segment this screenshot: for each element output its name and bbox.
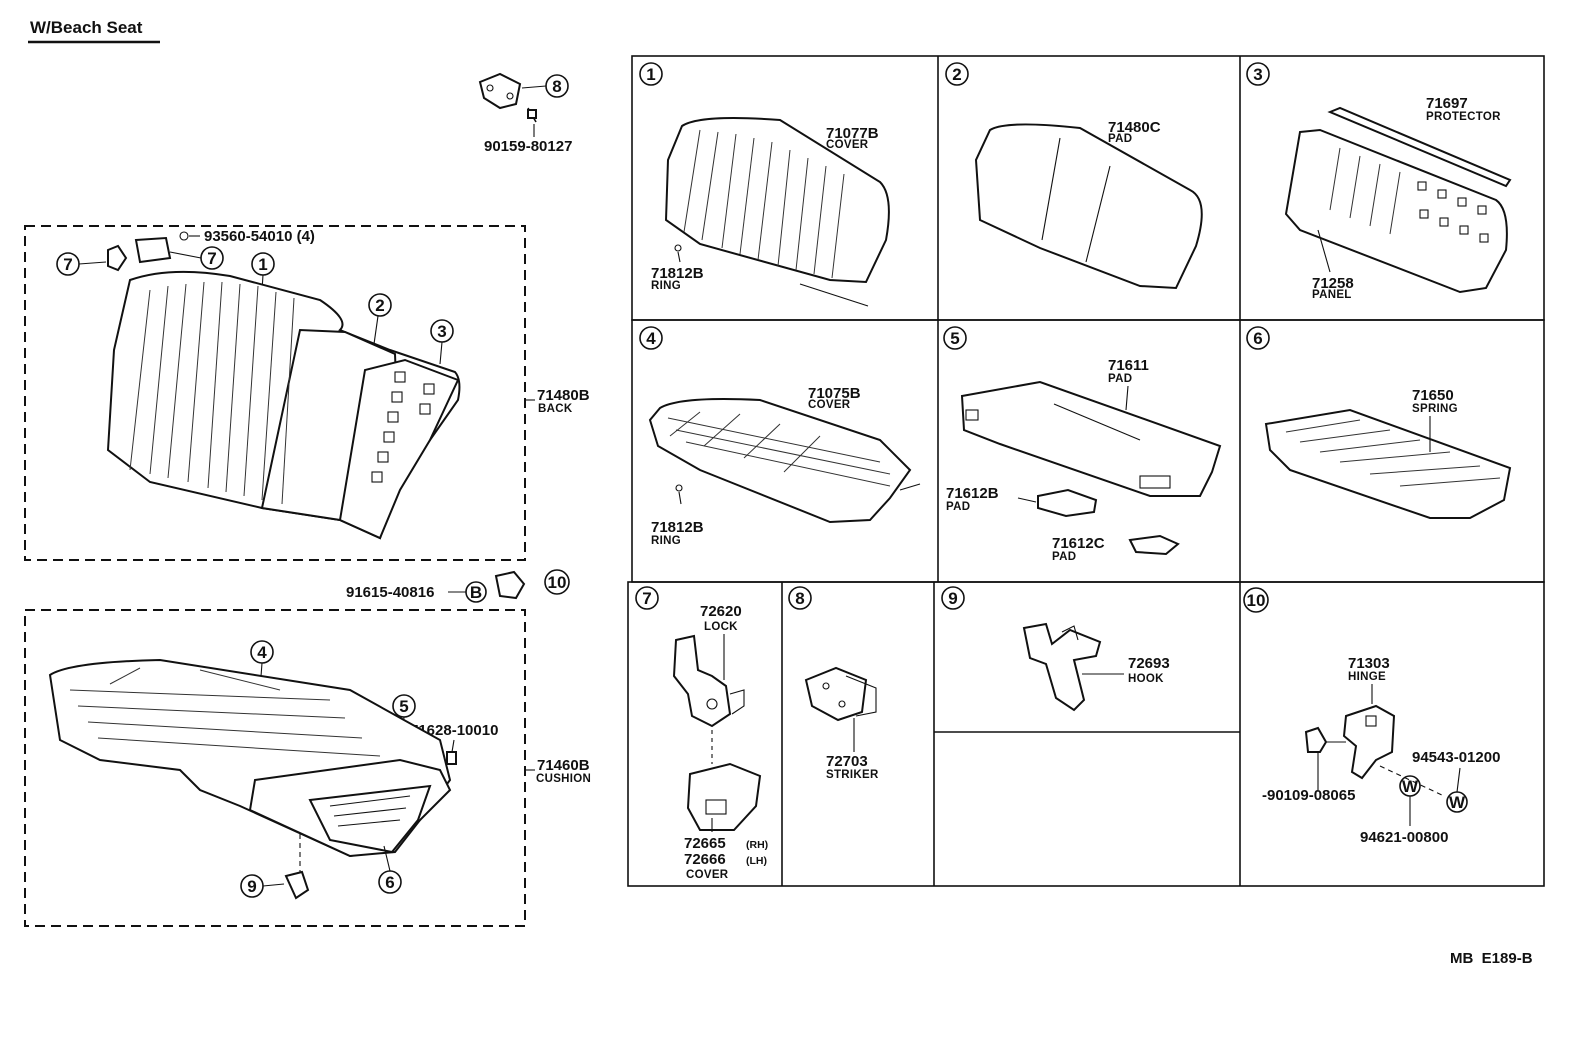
small-pad-illustration (1037, 488, 1098, 518)
cell-5-id: 5 (950, 329, 959, 348)
cell-10-part-71303: 71303 (1348, 655, 1390, 672)
cell-10-part-94543-01200: 94543-01200 (1412, 749, 1500, 766)
callout-10: 10 (548, 573, 567, 592)
label-cushion: CUSHION (536, 773, 591, 785)
cell-3-id: 3 (1253, 65, 1262, 84)
part-71480B: 71480B (537, 387, 590, 404)
small-pad-c-illustration (1128, 534, 1180, 556)
callout-8: 8 (552, 77, 561, 96)
cell-1-id: 1 (646, 65, 655, 84)
seatback-assembly-illustration (106, 270, 461, 540)
cell-10-part-90109-08065: -90109-08065 (1262, 787, 1355, 804)
back-cover-illustration (664, 117, 890, 307)
cushion-pad-illustration (960, 380, 1222, 497)
cell-2-part-71480C: 71480C (1108, 119, 1161, 136)
cell-9-label-hook: HOOK (1128, 673, 1164, 685)
cushion-cover-illustration (648, 398, 921, 524)
cell-3-label-panel: PANEL (1312, 289, 1352, 301)
back-group-box (24, 225, 526, 561)
cushion-group-box (24, 609, 526, 927)
cell-5-part-71611: 71611 (1108, 357, 1149, 374)
cell-1-part-71812B: 71812B (651, 265, 704, 282)
cell-8-id: 8 (795, 589, 804, 608)
cell-9-id: 9 (948, 589, 957, 608)
hinge-small-illustration (494, 570, 526, 600)
cell-3-label-protector: PROTECTOR (1426, 111, 1501, 123)
cell-4-id: 4 (646, 329, 656, 348)
cell-3-part-71258: 71258 (1312, 275, 1354, 292)
cell-2-id: 2 (952, 65, 961, 84)
callout-7b: 7 (207, 249, 216, 268)
parts-grid (627, 55, 1545, 887)
lock-small-illustration (107, 244, 128, 272)
cell-10-label-hinge: HINGE (1348, 671, 1386, 683)
cell-7-part-72665: 72665 (684, 835, 726, 852)
cell-10-part-94621-00800: 94621-00800 (1360, 829, 1448, 846)
cell-8-label-striker: STRIKER (826, 769, 879, 781)
cell-1-label-ring: RING (651, 280, 681, 292)
callout-3: 3 (437, 322, 446, 341)
cell-4-part-71812B: 71812B (651, 519, 704, 536)
striker-illustration (804, 666, 877, 722)
cell-4-part-71075B: 71075B (808, 385, 861, 402)
callout-9: 9 (247, 877, 256, 896)
cover-small-illustration (134, 236, 172, 264)
hook-illustration (1022, 622, 1102, 712)
cell-7-suffix-rh: (RH) (746, 839, 768, 851)
cell-3-part-71697: 71697 (1426, 95, 1468, 112)
part-91615-40816: 91615-40816 (346, 584, 434, 601)
hinge-illustration (1304, 704, 1396, 780)
cell-8-part-72703: 72703 (826, 753, 868, 770)
cell-1-part-71077B: 71077B (826, 125, 879, 142)
cell-5-label-pad: PAD (1108, 373, 1132, 385)
cell-2-label-pad: PAD (1108, 133, 1132, 145)
seat-lock-illustration (672, 634, 762, 831)
cell-7-part-72620: 72620 (700, 603, 742, 620)
seat-cushion-assembly-illustration (48, 658, 452, 858)
striker-small-illustration (478, 72, 537, 123)
cell-6-part-71650: 71650 (1412, 387, 1454, 404)
cell-7-id: 7 (642, 589, 651, 608)
cell-9-part-72693: 72693 (1128, 655, 1170, 672)
part-93560-54010: 93560-54010 (4) (204, 228, 315, 245)
cushion-spring-illustration (1264, 408, 1512, 519)
cell-7-suffix-lh: (LH) (746, 855, 767, 867)
cell-7-part-72666: 72666 (684, 851, 726, 868)
label-back: BACK (538, 403, 573, 415)
callout-2: 2 (375, 296, 384, 315)
cell-7-label-cover: COVER (686, 869, 729, 881)
cell-5-label-pad-b: PAD (946, 501, 970, 513)
part-90159-80127: 90159-80127 (484, 138, 572, 155)
cell-1-label-cover: COVER (826, 139, 869, 151)
cell-4-label-ring: RING (651, 535, 681, 547)
back-pad-illustration (974, 123, 1203, 290)
marker-b: B (470, 583, 482, 602)
cell-5-part-71612C: 71612C (1052, 535, 1105, 552)
marker-w-1: W (1402, 777, 1419, 796)
cell-5-part-71612B: 71612B (946, 485, 999, 502)
back-panel-illustration (1284, 106, 1512, 294)
part-71460B: 71460B (537, 757, 590, 774)
cell-7-label-lock: LOCK (704, 621, 738, 633)
cell-4-label-cover: COVER (808, 399, 851, 411)
diagram-title: W/Beach Seat (30, 18, 143, 37)
callout-6: 6 (385, 873, 394, 892)
cell-6-label-spring: SPRING (1412, 403, 1458, 415)
cell-6-id: 6 (1253, 329, 1262, 348)
callout-5: 5 (399, 697, 408, 716)
callout-1: 1 (258, 255, 267, 274)
callout-7a: 7 (63, 255, 72, 274)
marker-w-2: W (1449, 793, 1466, 812)
callout-4: 4 (257, 643, 267, 662)
diagram-code: MB E189-B (1450, 950, 1533, 967)
cell-10-id: 10 (1247, 591, 1266, 610)
hook-small-illustration (284, 870, 310, 900)
cell-5-label-pad-c: PAD (1052, 551, 1076, 563)
